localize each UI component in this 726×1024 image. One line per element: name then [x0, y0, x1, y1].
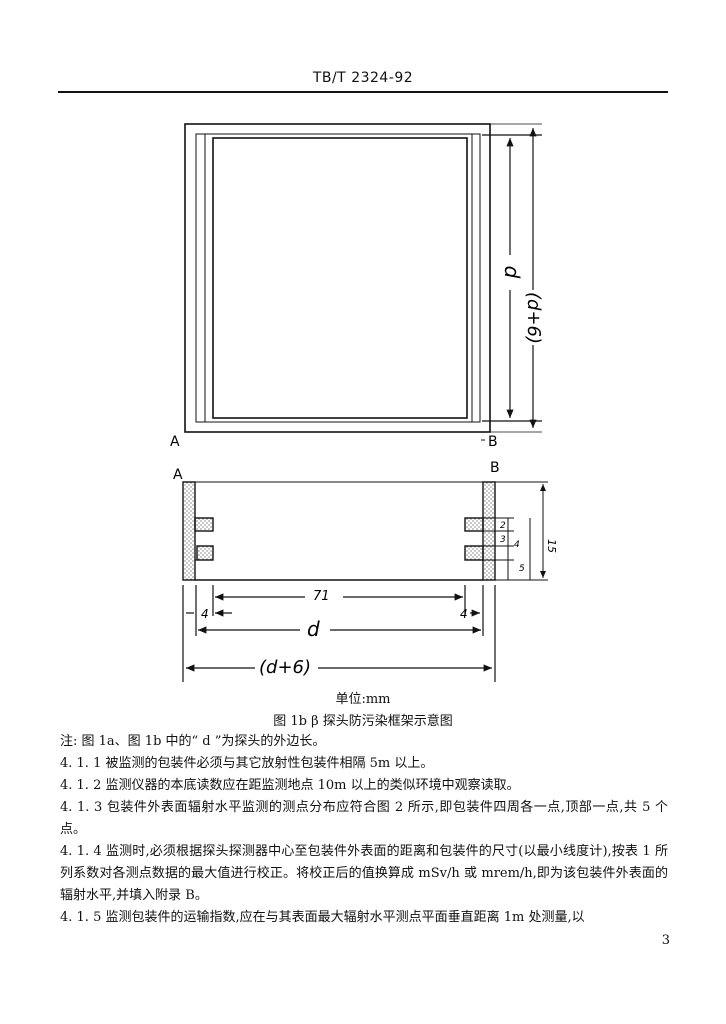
- probe-frame-figure: d (d+6) A B A B 2 3 4 5 15: [170, 123, 558, 682]
- standard-code: TB/T 2324-92: [312, 70, 414, 86]
- dim-right-total: 15: [545, 539, 558, 553]
- dim-d-side: d: [500, 266, 524, 279]
- side-dimension-lines: [482, 123, 542, 433]
- top-view-frame: [184, 123, 491, 433]
- clause-4-1-2: 4. 1. 2 监测仪器的本底读数应在距监测地点 10m 以上的类似环境中观察读…: [60, 778, 520, 793]
- header-rule: [58, 91, 668, 93]
- dim-right-small: 4: [460, 607, 468, 621]
- figure-caption: 图 1b β 探头防污染框架示意图: [273, 714, 453, 729]
- label-b-top: B: [488, 434, 498, 450]
- label-a-bottom: A: [173, 467, 183, 483]
- dim-71: 71: [313, 589, 330, 604]
- body-text: 注: 图 1a、图 1b 中的“ d ”为探头的外边长。 4. 1. 1 被监测…: [60, 731, 668, 929]
- clause-4-1-3: 4. 1. 3 包装件外表面辐射水平监测的测点分布应符合图 2 所示,即包装件四…: [60, 800, 668, 837]
- right-stack-dims: [483, 481, 548, 581]
- unit-label: 单位:mm: [335, 692, 391, 707]
- label-b-bottom: B: [490, 460, 500, 476]
- bottom-dimension-lines: [182, 585, 496, 682]
- page-number: 3: [661, 933, 670, 948]
- dim-right-stack-2: 3: [500, 535, 506, 545]
- dim-d6-side: (d+6): [523, 292, 544, 344]
- clause-4-1-5: 4. 1. 5 监测包装件的运输指数,应在与其表面最大辐射水平测点平面垂直距离 …: [60, 910, 585, 925]
- dim-d6-bottom: (d+6): [259, 657, 311, 678]
- dim-right-stack-3: 4: [514, 540, 520, 550]
- dim-right-stack-4: 5: [519, 564, 525, 574]
- dim-right-stack-1: 2: [500, 521, 506, 531]
- section-view: [182, 481, 496, 581]
- clause-4-1-4: 4. 1. 4 监测时,必须根据探头探测器中心至包装件外表面的距离和包装件的尺寸…: [60, 844, 668, 903]
- note-paragraph: 注: 图 1a、图 1b 中的“ d ”为探头的外边长。: [60, 734, 326, 749]
- clause-4-1-1: 4. 1. 1 被监测的包装件必须与其它放射性包装件相隔 5m 以上。: [60, 756, 434, 771]
- dim-d-bottom: d: [307, 617, 320, 641]
- label-a-top: A: [170, 434, 180, 450]
- dim-left-small: 4: [201, 607, 209, 621]
